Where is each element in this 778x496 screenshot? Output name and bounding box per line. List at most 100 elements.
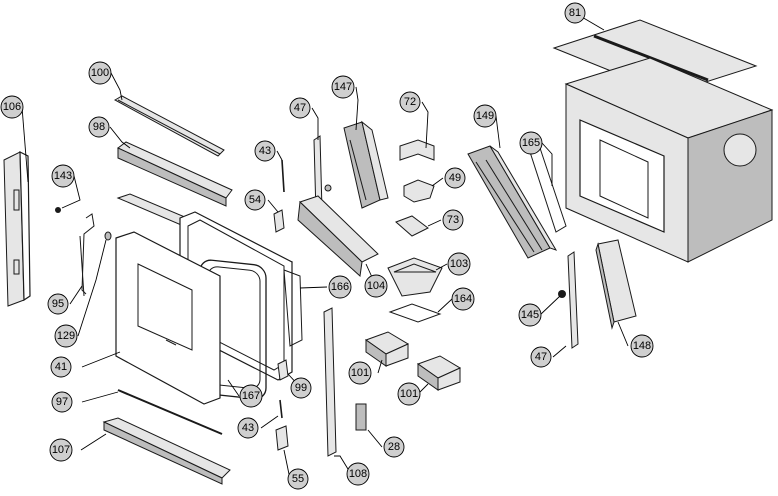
part-bracket-72 <box>399 139 435 161</box>
part-pin-129 <box>104 231 112 241</box>
callout-label: 43 <box>259 145 271 157</box>
part-baffle-plate <box>297 195 379 278</box>
callout-label: 43 <box>242 422 254 434</box>
callout-label: 99 <box>295 382 307 394</box>
part-top-trim <box>113 95 225 157</box>
callout-circle <box>442 209 464 231</box>
callout-47a: 47 <box>289 97 311 119</box>
callout-108: 108 <box>346 462 370 486</box>
callout-label: 98 <box>93 121 105 133</box>
callout-label: 54 <box>249 194 261 206</box>
callout-97: 97 <box>51 391 73 413</box>
callout-label: 104 <box>367 280 385 292</box>
part-upper-frame-bar <box>117 141 233 207</box>
part-hinge-99 <box>277 359 289 381</box>
callout-81: 81 <box>564 2 586 24</box>
callout-circle <box>473 104 497 128</box>
callout-label: 129 <box>57 330 75 342</box>
callout-148: 148 <box>630 334 654 358</box>
callout-label: 41 <box>55 361 67 373</box>
callout-28: 28 <box>383 436 405 458</box>
part-long-bar-108 <box>323 307 337 457</box>
callout-label: 49 <box>449 172 461 184</box>
callout-43b: 43 <box>237 417 259 439</box>
callout-label: 143 <box>54 170 72 182</box>
callout-label: 28 <box>388 441 400 453</box>
callout-99: 99 <box>290 377 312 399</box>
part-bracket-49 <box>403 179 435 203</box>
callout-circle <box>519 131 543 155</box>
callout-circle <box>630 334 654 358</box>
callout-label: 55 <box>292 473 304 485</box>
callout-circle <box>0 95 24 119</box>
callout-164: 164 <box>451 287 475 311</box>
callout-129: 129 <box>54 324 78 348</box>
callout-49: 49 <box>444 167 466 189</box>
callout-98: 98 <box>88 116 110 138</box>
part-screw-143 <box>55 207 61 213</box>
part-gasket-164 <box>388 303 442 323</box>
part-door-handle <box>79 213 95 297</box>
callout-47b: 47 <box>530 346 552 368</box>
callout-label: 164 <box>454 293 472 305</box>
part-ash-pan-upper <box>364 331 410 367</box>
callout-55: 55 <box>287 468 309 490</box>
callout-107: 107 <box>49 438 73 462</box>
callout-43a: 43 <box>254 140 276 162</box>
callout-165: 165 <box>519 131 543 155</box>
part-clip-54 <box>273 209 285 233</box>
callout-label: 72 <box>404 96 416 108</box>
part-deflector-73 <box>395 215 429 237</box>
callout-circle <box>289 97 311 119</box>
callout-label: 106 <box>3 101 21 113</box>
part-clip-55 <box>275 425 289 451</box>
callout-label: 167 <box>242 390 260 402</box>
callout-104: 104 <box>364 274 388 298</box>
callout-label: 103 <box>450 258 468 270</box>
callout-label: 100 <box>91 67 109 79</box>
part-bottom-trim <box>102 417 231 485</box>
callout-circle <box>244 189 266 211</box>
part-bottom-rod <box>117 389 223 435</box>
callout-circle <box>287 468 309 490</box>
part-ash-pan-lower <box>416 355 462 391</box>
callout-label: 145 <box>521 309 539 321</box>
callout-95: 95 <box>47 293 69 315</box>
callout-circle <box>254 140 276 162</box>
callout-circle <box>88 116 110 138</box>
callout-149: 149 <box>473 104 497 128</box>
callout-167: 167 <box>239 384 263 408</box>
part-burn-pot-103 <box>387 257 443 297</box>
callout-circle <box>530 346 552 368</box>
part-bolt-43-upper <box>281 159 285 193</box>
callout-circle <box>399 91 421 113</box>
callout-circle <box>518 303 542 327</box>
leader-lines <box>21 12 629 480</box>
callout-circle <box>364 274 388 298</box>
part-side-panel <box>3 151 31 307</box>
callout-circle <box>47 293 69 315</box>
callout-label: 148 <box>633 340 651 352</box>
callout-41: 41 <box>50 356 72 378</box>
callout-circle <box>348 361 372 385</box>
callout-label: 95 <box>52 298 64 310</box>
callout-circle <box>564 2 586 24</box>
callout-circle <box>328 275 352 299</box>
callout-circle <box>444 167 466 189</box>
callout-101b: 101 <box>397 382 421 406</box>
callout-label: 107 <box>52 444 70 456</box>
callout-label: 147 <box>334 81 352 93</box>
part-door-glass <box>115 231 221 405</box>
callout-circle <box>51 164 75 188</box>
callout-circle <box>447 252 471 276</box>
callout-circle <box>88 61 112 85</box>
callout-73: 73 <box>442 209 464 231</box>
callout-100: 100 <box>88 61 112 85</box>
callout-103: 103 <box>447 252 471 276</box>
callout-circle <box>54 324 78 348</box>
part-bracket-47-right <box>567 251 579 349</box>
callout-72: 72 <box>399 91 421 113</box>
part-stove-body <box>564 57 774 263</box>
callout-circle <box>346 462 370 486</box>
